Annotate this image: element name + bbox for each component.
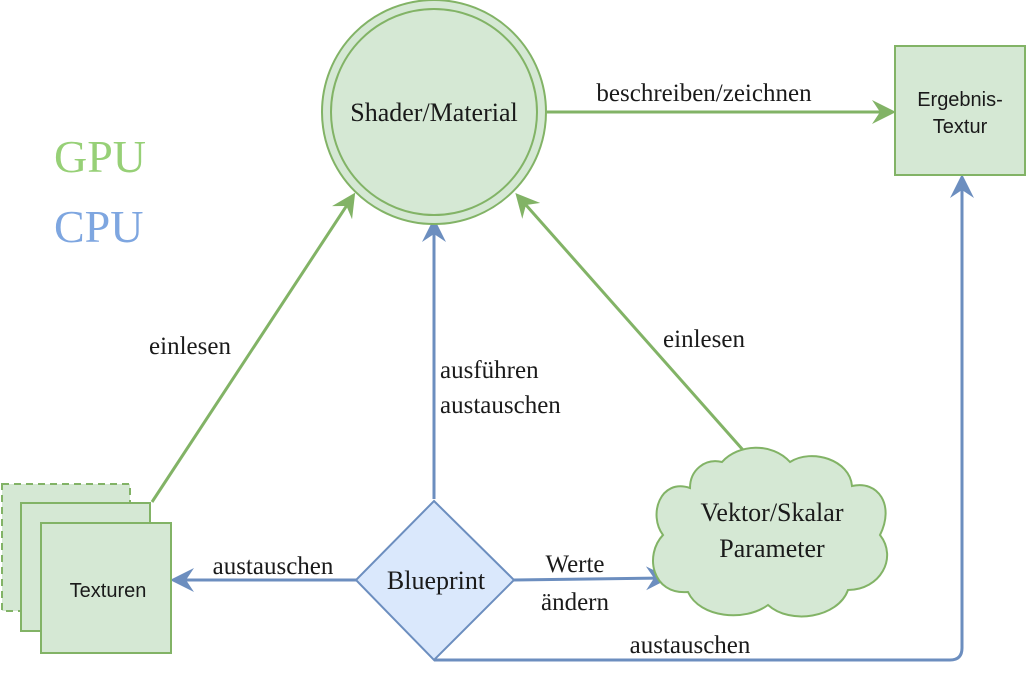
edge-textures-to-shader — [150, 192, 356, 503]
blueprint-node[interactable]: Blueprint — [354, 499, 516, 662]
edge-params-to-shader — [515, 193, 745, 451]
result-texture-label-line1: Ergebnis- — [917, 89, 1003, 111]
label-werte: Werte — [545, 551, 604, 578]
label-aendern: ändern — [541, 589, 610, 616]
parameters-label-line2: Parameter — [719, 534, 825, 563]
textures-node[interactable]: Texturen — [1, 483, 172, 654]
label-einlesen-left: einlesen — [149, 333, 231, 360]
parameters-cloud-shape — [652, 446, 889, 618]
label-einlesen-right: einlesen — [663, 326, 745, 353]
edge-blueprint-to-params — [513, 566, 670, 591]
label-ausfuehren: ausführen — [440, 357, 539, 384]
textures-label: Texturen — [70, 580, 147, 602]
result-texture-node[interactable]: Ergebnis- Textur — [894, 45, 1026, 176]
legend-cpu: CPU — [54, 201, 143, 252]
legend-gpu: GPU — [54, 131, 146, 182]
label-austauschen-result: austauschen — [630, 632, 751, 659]
shader-material-label: Shader/Material — [350, 98, 518, 127]
label-austauschen-textures: austauschen — [213, 553, 334, 580]
texture-stack-front — [40, 522, 172, 654]
shader-material-node[interactable]: Shader/Material — [321, 0, 547, 225]
parameters-label-line1: Vektor/Skalar — [701, 498, 844, 527]
blueprint-label: Blueprint — [387, 566, 486, 595]
parameters-node[interactable]: Vektor/Skalar Parameter — [652, 446, 889, 618]
edge-blueprint-to-result — [434, 174, 974, 662]
label-beschreiben-zeichnen: beschreiben/zeichnen — [596, 80, 812, 107]
result-texture-label-line2: Textur — [933, 116, 988, 138]
label-austauschen-center: austauschen — [440, 392, 561, 419]
